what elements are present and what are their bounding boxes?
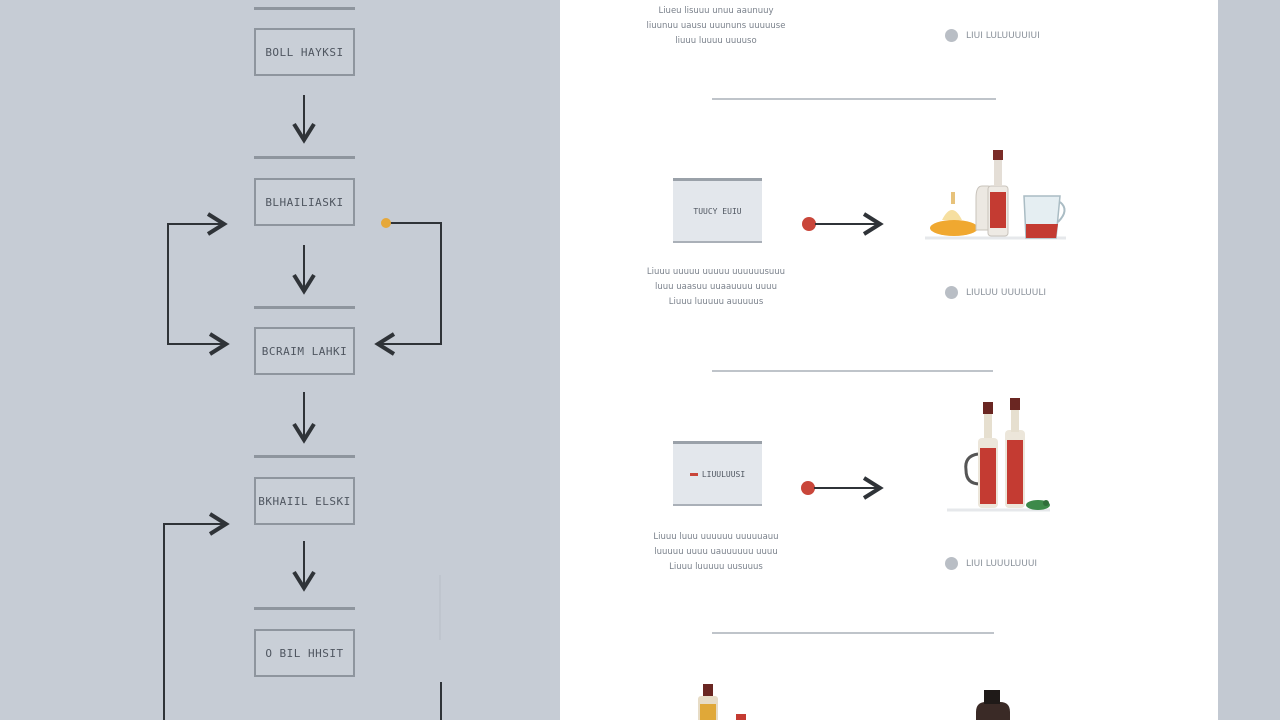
section-divider (712, 370, 993, 372)
process-box-label: LIUULUUSI (701, 469, 746, 479)
section-divider (712, 632, 994, 634)
legend-label: LIUI LUUULUUUI (966, 558, 1038, 569)
legend-dot-icon (945, 29, 958, 42)
flow-box-3[interactable]: BCRAIM LAHKI (254, 327, 355, 375)
section-divider (712, 98, 996, 100)
section-3-caption: Liuuu luuu uuuuuu uuuuuauu luuuuu uuuu u… (616, 530, 816, 575)
flow-box-1[interactable]: BOLL HAYKSI (254, 28, 355, 76)
right-margin (1218, 0, 1280, 720)
flow-box-2[interactable]: BLHAILIASKI (254, 178, 355, 226)
section-1-legend: LIUI LULUUUUIUI (945, 29, 1040, 42)
bottom-left-connector (163, 512, 230, 720)
loop-start-dot (381, 218, 391, 228)
label-marker-icon (689, 472, 698, 476)
caption-line: Liuuu luuu uuuuuu uuuuuauu (653, 532, 779, 542)
flow-box-5[interactable]: O BIL HHSIT (254, 629, 355, 677)
flow-box-cap (254, 7, 355, 10)
flow-box-cap (254, 607, 355, 610)
caption-line: Liuuu uuuuu uuuuu uuuuuusuuu (646, 267, 786, 277)
section-3-process-box[interactable]: LIUULUUSI (673, 441, 762, 506)
flow-box-cap (254, 156, 355, 159)
illustration-panel (560, 0, 1218, 720)
legend-label: LIULUU UUULUULI (966, 287, 1047, 298)
section-2-arrow (802, 212, 884, 236)
section-3-arrow (801, 476, 884, 500)
section-2-legend: LIULUU UUULUULI (945, 286, 1046, 299)
flow-box-4[interactable]: BKHAIIL ELSKI (254, 477, 355, 525)
caption-line: Liuuu luuuuu auuuuus (668, 297, 764, 307)
legend-dot-icon (945, 557, 958, 570)
flowchart-connectors (163, 95, 442, 720)
caption-line: liuuu luuuu uuuuso (675, 36, 757, 46)
wine-bottles-icon (947, 398, 1050, 512)
bottles-partial-icon (698, 684, 1010, 720)
section-2-caption: Liuuu uuuuu uuuuu uuuuuusuuu luuu uaasuu… (616, 265, 816, 310)
section-2-process-box[interactable]: TUUCY EUIU (673, 178, 762, 243)
legend-label: LIUI LULUUUUIUI (966, 30, 1040, 41)
caption-line: liuunuu uausu uuununs uuuuuse (646, 21, 786, 31)
caption-line: luuu uaasuu uuaauuuu uuuu (655, 282, 777, 292)
flow-box-cap (254, 455, 355, 458)
right-loop-connector (374, 222, 442, 356)
section-3-legend: LIUI LUUULUUUI (945, 557, 1037, 570)
bottles-and-food-icon (925, 150, 1066, 240)
flow-box-cap (254, 306, 355, 309)
legend-dot-icon (945, 286, 958, 299)
caption-line: Liueu lisuuu unuu aaunuuy (658, 6, 774, 16)
section-1-caption: Liueu lisuuu unuu aaunuuy liuunuu uausu … (616, 4, 816, 49)
caption-line: luuuuu uuuu uauuuuuu uuuu (654, 547, 778, 557)
caption-line: Liuuu luuuuu uusuuus (669, 562, 763, 572)
